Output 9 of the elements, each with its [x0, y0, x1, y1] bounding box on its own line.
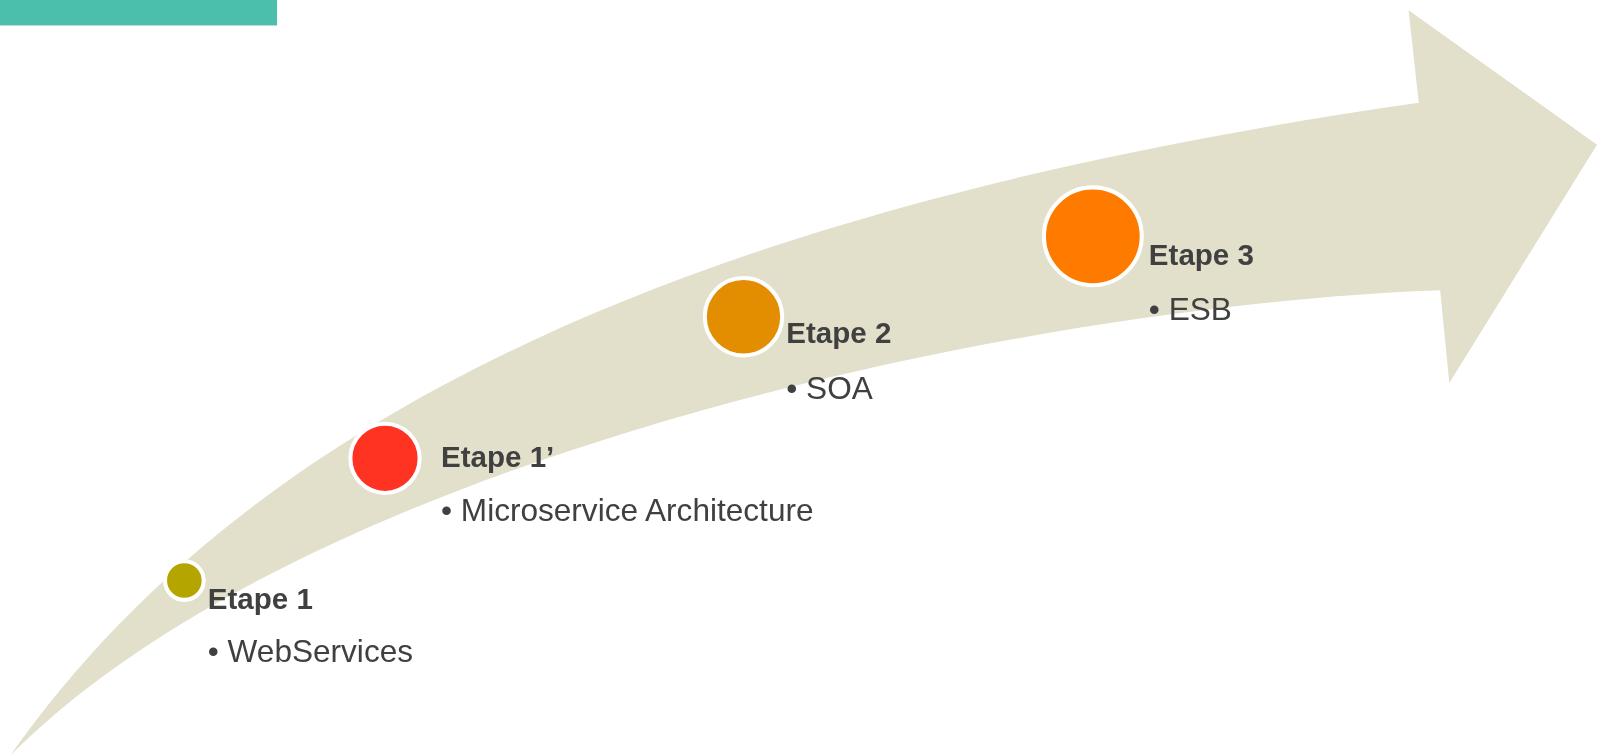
milestone-heading: Etape 1’ [441, 441, 555, 475]
bullet-item: • WebServices [207, 633, 413, 671]
milestone-heading: Etape 2 [786, 316, 892, 351]
milestone-heading: Etape 1 [207, 582, 313, 617]
banner-bar [0, 0, 278, 26]
bullet-item: • ESB [1148, 291, 1232, 328]
bullet-item: • Microservice Architecture [441, 492, 814, 530]
milestone-heading: Etape 3 [1148, 238, 1254, 272]
bullet-item: • SOA [786, 370, 873, 408]
